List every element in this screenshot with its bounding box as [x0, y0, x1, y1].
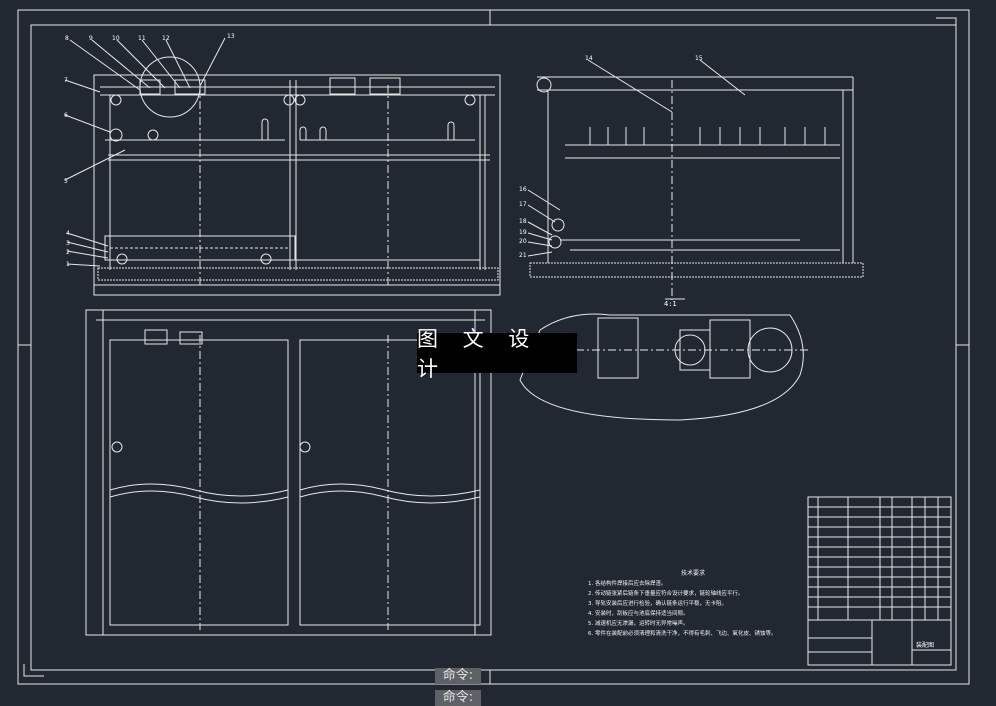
watermark-banner: 图 文 设 计: [417, 327, 577, 381]
callout-3: 3: [66, 240, 70, 247]
callout-13: 13: [227, 33, 235, 40]
callout-6: 6: [64, 112, 68, 119]
callout-17: 17: [519, 201, 527, 208]
callout-4: 4: [66, 230, 70, 237]
callout-11: 11: [138, 35, 146, 42]
title-block: [807, 496, 952, 666]
tech-requirement-line: 5. 减速机应无渗漏，运转时无异常噪声。: [588, 621, 689, 627]
callout-20: 20: [519, 238, 527, 245]
callout-14: 14: [585, 55, 593, 62]
callout-18: 18: [519, 218, 527, 225]
callout-8: 8: [65, 35, 69, 42]
callout-12: 12: [162, 35, 170, 42]
callout-2: 2: [66, 249, 70, 256]
callout-10: 10: [112, 35, 120, 42]
tech-requirement-line: 1. 各结构件焊接后应去除焊渣。: [588, 581, 667, 587]
sheet-inner-border: [30, 24, 957, 671]
part-callout-numbers: 1 2 3 4 5 6 7 8 9 10 11 12 13 14 15 16 1…: [64, 33, 703, 268]
command-line-input[interactable]: 命令:: [435, 690, 481, 706]
command-line-prompt[interactable]: 命令:: [435, 668, 481, 684]
callout-7: 7: [64, 77, 68, 84]
title-block-drawing-name: 装配图: [916, 642, 935, 649]
callout-9: 9: [89, 35, 93, 42]
callout-16: 16: [519, 186, 527, 193]
tech-requirement-line: 2. 传动链张紧后链条下垂量应符合设计要求，链轮轴线应平行。: [588, 591, 744, 597]
callout-1: 1: [66, 261, 70, 268]
callout-leaders-front: [64, 37, 226, 267]
callout-15: 15: [695, 55, 703, 62]
side-view: [527, 59, 864, 300]
detail-view: [519, 313, 810, 421]
tech-requirement-line: 6. 零件在装配前必须清理和清洗干净，不得有毛刺、飞边、氧化皮、锈蚀等。: [588, 631, 777, 637]
callout-5: 5: [64, 178, 68, 185]
tech-requirements-title: 技术要求: [680, 570, 705, 577]
callout-21: 21: [519, 252, 527, 259]
tech-requirement-line: 3. 导轨安装后应进行检验，确认链条运行平稳，无卡阻。: [588, 601, 727, 607]
tech-requirement-line: 4. 安装时，刮板应与池底保持适当间隙。: [588, 611, 689, 617]
detail-view-scale-label: 4:1: [664, 300, 677, 308]
front-view: [93, 56, 501, 296]
sheet-outer-border: [17, 9, 970, 685]
technical-requirements: 技术要求 1. 各结构件焊接后应去除焊渣。 2. 传动链张紧后链条下垂量应符合设…: [588, 569, 798, 639]
callout-19: 19: [519, 229, 527, 236]
